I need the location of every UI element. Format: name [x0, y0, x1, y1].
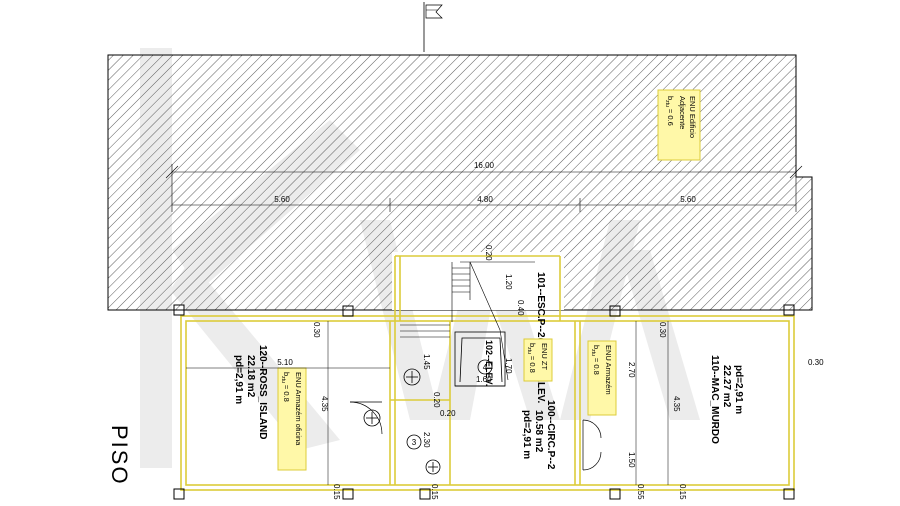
svg-text:100--CIRC.P--2: 100--CIRC.P--2 [545, 400, 556, 470]
dim-right-room-upper: 2.70 [627, 362, 636, 378]
dim-wall-top-left: 0.30 [312, 322, 321, 338]
interior-dimensions [186, 321, 669, 485]
svg-text:101--ESC.P--2(XS-O)--ELEV.: 101--ESC.P--2(XS-O)--ELEV. [535, 272, 546, 404]
dim-left-room-width: 5.10 [277, 358, 293, 367]
stairs [400, 261, 535, 381]
building-walls [180, 255, 795, 491]
zone-label-zt: ENU ZT bztu = 0.8 [523, 338, 553, 382]
dim-stair-120: 1.20 [504, 274, 513, 290]
dim-overall: 16.00 [474, 161, 495, 170]
dim-left-room-height: 4.35 [320, 396, 329, 412]
adjacent-building [107, 54, 813, 311]
room-circ: 100--CIRC.P--2 10.58 m2 pd=2,91 m [521, 400, 556, 470]
dim-stair-020: 0.20 [484, 245, 493, 261]
dim-elev-170: 1.70 [504, 358, 513, 374]
room-stair: 101--ESC.P--2(XS-O)--ELEV. [535, 272, 546, 404]
dim-bottom-left: 0.15 [332, 484, 341, 500]
marker-4: 4 [483, 363, 488, 372]
svg-text:Adjacente: Adjacente [678, 96, 687, 129]
floor-label: PISO [107, 425, 132, 486]
zone-label-left: ENU Armazém oficina bztu = 0.8 [277, 367, 307, 471]
dimension-lines [165, 164, 803, 212]
svg-text:pd=2,91 m: pd=2,91 m [521, 410, 532, 459]
dim-elev-160: 1.60 [476, 375, 492, 384]
svg-text:120--ROSS_ISLAND: 120--ROSS_ISLAND [257, 345, 268, 439]
svg-text:ENU Armazém: ENU Armazém [604, 345, 613, 395]
svg-text:10.58 m2: 10.58 m2 [533, 410, 544, 453]
svg-text:bztu = 0.6: bztu = 0.6 [664, 96, 675, 126]
room-elev: 102--ELEV. [484, 340, 494, 386]
dim-seg-left: 5.60 [274, 195, 290, 204]
dim-bottom-right-a: 0.55 [636, 484, 645, 500]
svg-text:pd=2,91 m: pd=2,91 m [233, 355, 244, 404]
svg-text:bztu = 0.8: bztu = 0.8 [280, 372, 291, 402]
dim-mid-020a: 0.20 [432, 392, 441, 408]
dim-bottom-right-b: 0.15 [678, 484, 687, 500]
svg-text:pd=2,91 m: pd=2,91 m [733, 365, 744, 414]
dim-right-room-height: 4.35 [672, 396, 681, 412]
dim-right-room-lower: 1.50 [627, 452, 636, 468]
zone-label-right: ENU Armazém bztu = 0.8 [587, 340, 617, 416]
svg-text:bztu = 0.8: bztu = 0.8 [590, 345, 601, 375]
svg-text:22.27 m2: 22.27 m2 [721, 365, 732, 408]
svg-text:ENU ZT: ENU ZT [540, 343, 549, 371]
dim-seg-mid: 4.80 [477, 195, 493, 204]
dim-mid-230: 2.30 [422, 432, 431, 448]
svg-text:ENU Armazém oficina: ENU Armazém oficina [294, 372, 303, 446]
elevator-shaft [454, 331, 506, 387]
dim-mid-020b: 0.20 [440, 409, 456, 418]
star-icon [366, 371, 438, 472]
svg-text:bztu = 0.8: bztu = 0.8 [526, 343, 537, 373]
svg-text:110--MAC_MURDO: 110--MAC_MURDO [709, 355, 720, 444]
room-markers [363, 359, 493, 475]
svg-text:22.18 m2: 22.18 m2 [245, 355, 256, 398]
room-right: 110--MAC_MURDO 22.27 m2 pd=2,91 m [709, 355, 744, 444]
dim-wall-right-side: 0.30 [808, 358, 824, 367]
svg-text:ENU Edificio: ENU Edificio [688, 96, 697, 138]
dim-mid-145: 1.45 [422, 354, 431, 370]
structural-columns [173, 304, 795, 500]
marker-3: 3 [412, 438, 417, 447]
zone-label-adjacent: ENU Edificio Adjacente bztu = 0.6 [657, 89, 701, 161]
doors [349, 401, 602, 471]
dim-bottom-mid: 0.15 [430, 484, 439, 500]
svg-text:102--ELEV.: 102--ELEV. [484, 340, 494, 386]
north-flag-icon [423, 2, 443, 52]
dim-seg-right: 5.60 [680, 195, 696, 204]
room-left: 120--ROSS_ISLAND 22.18 m2 pd=2,91 m [233, 345, 268, 439]
dim-stair-040: 0.40 [516, 300, 525, 316]
dim-wall-top-right: 0.30 [658, 322, 667, 338]
